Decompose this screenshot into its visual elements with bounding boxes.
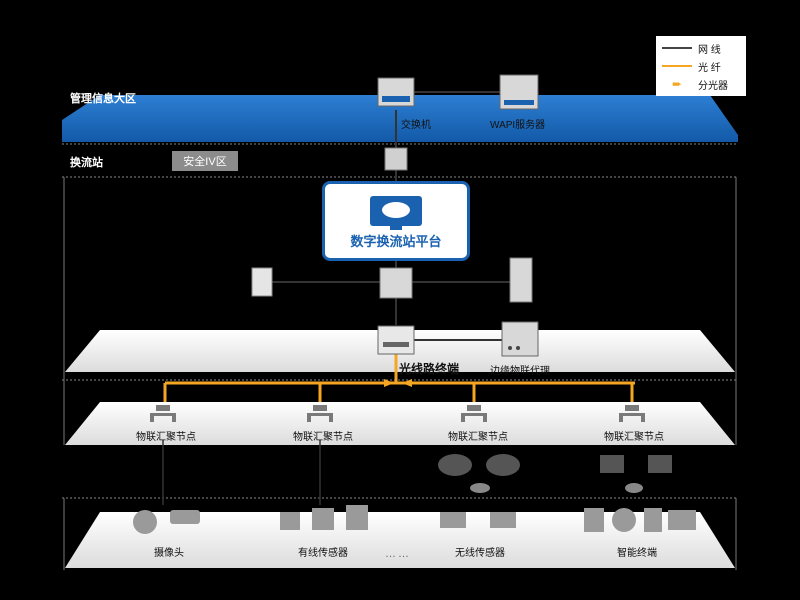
legend: 网 线 光 纤 ➨ 分光器 xyxy=(656,36,746,96)
legend-label: 光 纤 xyxy=(698,62,721,74)
terminal-group-label: 摄像头 xyxy=(154,548,184,559)
digital-station-platform: 数字换流站平台 xyxy=(322,181,470,261)
splitter-icon xyxy=(384,379,394,387)
terminal-icon xyxy=(251,267,273,297)
smart-terminal-icon xyxy=(584,508,696,532)
aggregation-node-icon xyxy=(461,405,487,422)
safety-zone-badge: 安全IV区 xyxy=(172,151,238,171)
ethernet-line-swatch xyxy=(662,47,692,49)
server-icon xyxy=(509,257,533,303)
terminal-group-label: 无线传感器 xyxy=(455,548,505,559)
smart-gateway-icon xyxy=(600,455,672,493)
legend-label: 分光器 xyxy=(698,80,728,92)
more-devices-ellipsis: …… xyxy=(385,548,411,560)
aggregation-node-label: 物联汇聚节点 xyxy=(448,432,508,443)
wireless-gateway-icon xyxy=(438,454,520,493)
aggregation-node-label: 物联汇聚节点 xyxy=(293,432,353,443)
station-zone-title: 换流站 xyxy=(70,157,103,169)
splitter-icon: ➨ xyxy=(671,77,683,91)
management-zone-band xyxy=(62,95,738,142)
wapi-server-label: WAPI服务器 xyxy=(490,120,546,131)
aggregation-node-icon xyxy=(150,405,176,422)
terminal-group-label: 有线传感器 xyxy=(298,548,348,559)
server-icon xyxy=(499,74,539,110)
terminal-layer-plane xyxy=(65,512,735,568)
splitter-icon xyxy=(402,379,412,387)
aggregation-node-label: 物联汇聚节点 xyxy=(136,432,196,443)
edge-proxy-label: 边缘物联代理 xyxy=(490,366,550,377)
edge-proxy-icon xyxy=(501,321,539,357)
olt-icon xyxy=(377,325,415,355)
firewall-icon xyxy=(384,147,408,171)
management-zone-title: 管理信息大区 xyxy=(70,93,136,105)
platform-title: 数字换流站平台 xyxy=(350,234,442,249)
legend-item-splitter: ➨ 分光器 xyxy=(662,76,728,92)
switch-icon xyxy=(377,77,415,107)
aggregation-node-label: 物联汇聚节点 xyxy=(604,432,664,443)
olt-label: 光线路终端 xyxy=(399,362,460,376)
aggregation-node-icon xyxy=(619,405,645,422)
fiber-line-swatch xyxy=(662,65,692,67)
aggregation-node-icon xyxy=(307,405,333,422)
switch-label: 交换机 xyxy=(401,120,431,131)
camera-icon xyxy=(133,510,200,534)
legend-item-ethernet: 网 线 xyxy=(662,40,721,56)
terminal-group-label: 智能终端 xyxy=(617,548,657,559)
monitor-cloud-icon xyxy=(370,196,422,230)
wired-sensor-icon xyxy=(280,505,368,530)
legend-label: 网 线 xyxy=(698,44,721,56)
wireless-sensor-icon xyxy=(440,512,516,528)
legend-item-fiber: 光 纤 xyxy=(662,58,721,74)
aggregation-layer-plane xyxy=(65,402,735,445)
switch-icon xyxy=(379,267,413,299)
